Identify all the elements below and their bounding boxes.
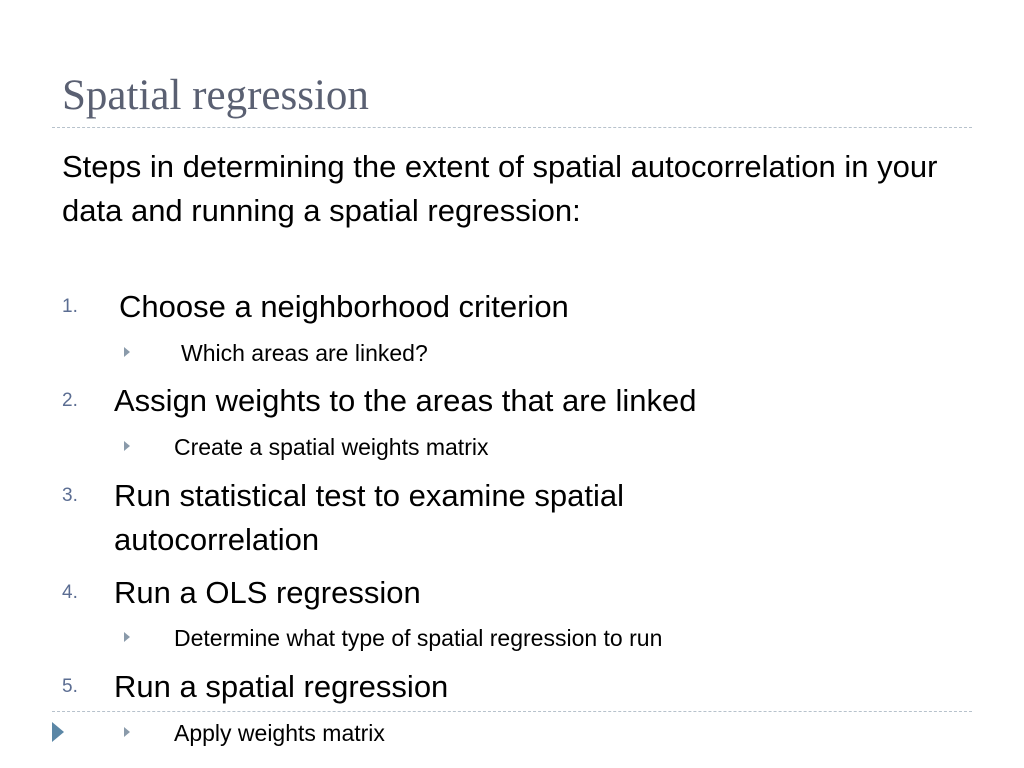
list-number: 2. <box>62 390 78 411</box>
intro-text: Steps in determining the extent of spati… <box>62 149 938 228</box>
list-item-text: Run a OLS regression <box>114 575 421 610</box>
sub-item-text: Apply weights matrix <box>174 720 385 746</box>
slide-title: Spatial regression <box>62 72 369 119</box>
triangle-right-icon <box>124 632 130 642</box>
footer-marker-icon <box>52 722 64 742</box>
footer-divider <box>52 711 972 712</box>
sub-item-text: Determine what type of spatial regressio… <box>174 625 663 651</box>
list-number: 4. <box>62 582 78 603</box>
title-divider <box>52 127 972 128</box>
triangle-right-icon <box>124 347 130 357</box>
sub-item-text: Create a spatial weights matrix <box>174 434 489 460</box>
list-item-text: Run a spatial regression <box>114 669 449 704</box>
list-number: 3. <box>62 485 78 506</box>
list-item-text: Choose a neighborhood criterion <box>119 289 569 324</box>
sub-item-text: Which areas are linked? <box>181 340 428 366</box>
list-number: 5. <box>62 676 78 697</box>
triangle-right-icon <box>124 727 130 737</box>
list-item-text: Assign weights to the areas that are lin… <box>114 383 697 418</box>
list-number: 1. <box>62 296 78 317</box>
list-item-text: Run statistical test to examine spatial … <box>114 478 625 557</box>
triangle-right-icon <box>124 441 130 451</box>
